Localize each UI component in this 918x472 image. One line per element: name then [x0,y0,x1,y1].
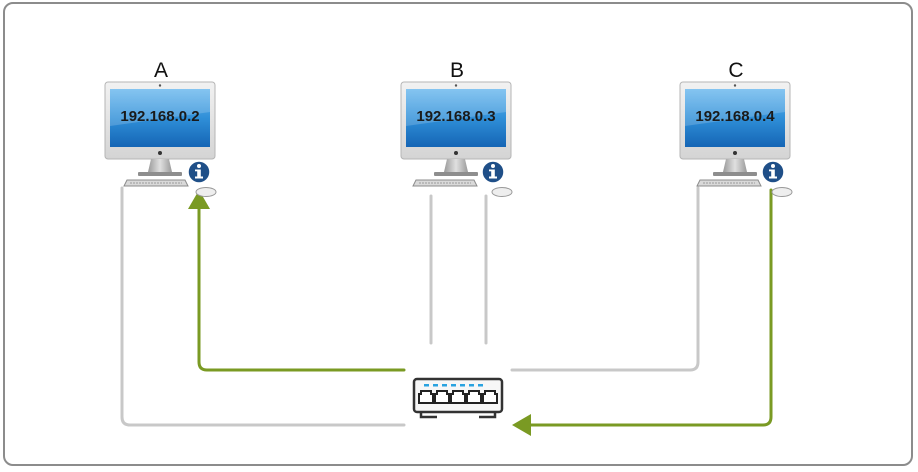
arrowhead-up-icon [188,190,210,209]
info-icon[interactable] [187,160,211,184]
host-c[interactable]: C 192.168.0.4 [679,59,793,197]
monitor-stand [148,159,172,172]
info-icon[interactable] [761,160,785,184]
traffic-path-c-to-switch [524,188,773,427]
ip-address: 192.168.0.3 [416,108,495,125]
host-label: C [728,59,743,82]
traffic-paths [197,188,773,427]
network-switch-icon [412,377,504,419]
monitor-screen [110,89,210,147]
info-icon[interactable] [481,160,505,184]
cable-c [510,186,700,372]
monitor-stand [444,159,468,172]
cable-a [120,186,406,427]
ip-address: 192.168.0.4 [695,108,775,125]
switch-leds [424,384,483,387]
host-a[interactable]: A 192.168.0.2 [104,59,217,197]
host-label: B [450,59,464,82]
arrowhead-left-icon [512,414,531,436]
monitor-screen [406,89,506,147]
monitor-stand [723,159,747,172]
ip-address: 192.168.0.2 [120,108,199,125]
cable-lines [120,186,700,427]
switch-feet [419,412,497,419]
monitor-screen [685,89,785,147]
mouse-icon [195,187,217,197]
host-b[interactable]: B 192.168.0.3 [400,59,513,197]
mouse-icon [491,187,513,197]
mouse-icon [771,187,793,197]
host-label: A [154,59,168,82]
traffic-path-switch-to-a [197,204,406,372]
switch-ports [418,390,498,404]
